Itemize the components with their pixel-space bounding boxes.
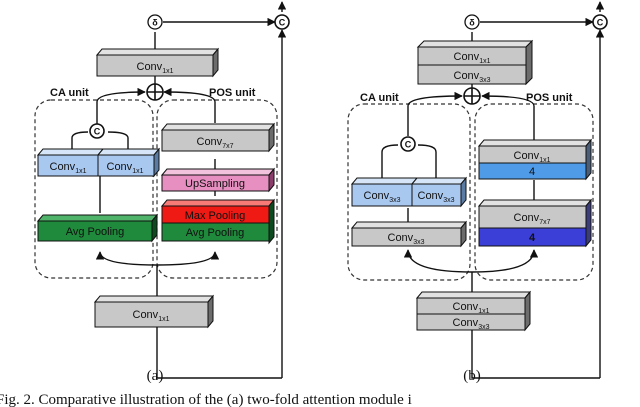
block-pos-conv7x7-b: Conv7x7 4: [477, 198, 593, 248]
svg-text:Conv1x1: Conv1x1: [133, 309, 170, 323]
block-conv-top-a: Conv1x1: [95, 47, 220, 78]
concat-op-b-ca: [400, 136, 416, 152]
svg-text:Avg Pooling: Avg Pooling: [186, 227, 245, 239]
ca-unit-label-b: CA unit: [360, 92, 399, 104]
pos-unit-label-b: POS unit: [526, 92, 573, 104]
svg-text:4: 4: [529, 166, 535, 178]
pos-unit-box: [156, 99, 278, 279]
pos-unit-label: POS unit: [209, 87, 256, 99]
svg-text:Conv3x3: Conv3x3: [388, 232, 425, 246]
figure-caption: Fig. 2. Comparative illustration of the …: [0, 392, 412, 407]
panel-b: CA unit POS unit δ C C: [347, 1, 608, 384]
block-ca-conv-right-b: Conv3x3: [410, 176, 468, 208]
block-pos-conv1x1-b: Conv1x1 4: [477, 138, 593, 181]
svg-text:C: C: [94, 127, 101, 137]
delta-op-b: [464, 14, 480, 30]
svg-text:Conv1x1: Conv1x1: [453, 301, 490, 315]
concat-op-a-ca: [89, 123, 105, 139]
svg-text:C: C: [279, 18, 286, 28]
panel-a: CA unit POS unit δ C C: [34, 1, 290, 384]
svg-text:Conv1x1: Conv1x1: [107, 161, 144, 175]
svg-text:Conv3x3: Conv3x3: [453, 317, 490, 331]
block-ca-conv-right-a: Conv1x1: [96, 147, 161, 178]
svg-text:Conv3x3: Conv3x3: [418, 190, 455, 204]
concat-op-b-top: [592, 14, 608, 30]
block-pos-avg-pooling-a: Avg Pooling: [161, 222, 270, 242]
svg-text:Avg Pooling: Avg Pooling: [66, 226, 125, 238]
sum-op-a: [146, 83, 164, 101]
block-pos-max-pooling-a: Max Pooling: [160, 198, 276, 245]
svg-text:4: 4: [529, 232, 536, 244]
delta-op-a: [147, 14, 163, 30]
block-pos-upsampling-a: UpSampling: [160, 167, 276, 193]
block-conv-bottom-a: Conv1x1: [93, 294, 215, 329]
svg-text:Max Pooling: Max Pooling: [185, 210, 246, 222]
block-conv-bottom-b: Conv1x1 Conv3x3: [415, 290, 532, 332]
svg-text:Conv1x1: Conv1x1: [514, 150, 551, 164]
block-ca-conv-left-b: Conv3x3: [350, 177, 419, 207]
ca-unit-label: CA unit: [50, 87, 89, 99]
block-conv-top-b: Conv1x1 Conv3x3: [416, 39, 534, 86]
svg-text:Conv1x1: Conv1x1: [454, 51, 491, 65]
sum-op-b: [463, 87, 481, 105]
svg-text:δ: δ: [152, 18, 158, 28]
svg-text:Conv3x3: Conv3x3: [454, 70, 491, 84]
concat-op-a-top: [274, 14, 290, 30]
block-ca-conv-left-a: Conv1x1: [36, 148, 105, 177]
svg-text:Conv7x7: Conv7x7: [197, 136, 234, 150]
svg-text:Conv7x7: Conv7x7: [514, 212, 551, 226]
panel-a-label: (a): [147, 368, 164, 384]
svg-text:C: C: [405, 140, 412, 150]
svg-text:Conv1x1: Conv1x1: [50, 161, 87, 175]
ca-unit-box: [34, 99, 154, 279]
block-ca-conv-lower-b: Conv3x3: [350, 220, 468, 248]
block-pos-conv7x7-a: Conv7x7: [160, 122, 276, 153]
svg-text:C: C: [597, 18, 604, 28]
svg-text:Conv1x1: Conv1x1: [137, 61, 174, 75]
svg-text:Conv3x3: Conv3x3: [364, 190, 401, 204]
block-ca-avg-pooling-a: Avg Pooling: [36, 213, 159, 243]
svg-text:δ: δ: [469, 18, 475, 28]
panel-b-label: (b): [463, 368, 481, 384]
svg-text:UpSampling: UpSampling: [185, 178, 245, 190]
